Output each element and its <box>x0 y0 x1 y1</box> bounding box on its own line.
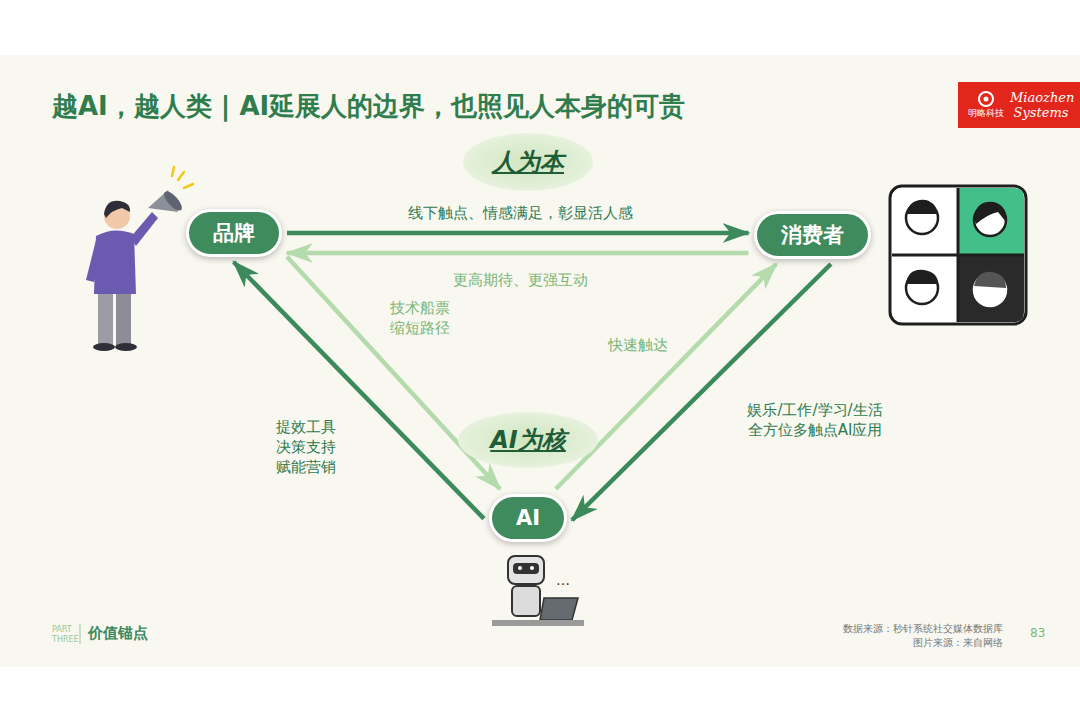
frame <box>890 186 1026 324</box>
core-label: 人为本 <box>492 146 564 178</box>
consumer-faces <box>890 186 1026 324</box>
quadrant <box>958 188 1024 255</box>
flow-arrow <box>287 231 749 236</box>
ellipse-fill <box>463 134 592 191</box>
arm <box>130 212 158 246</box>
laptop <box>540 598 578 620</box>
leg <box>116 290 131 345</box>
edge-label: 更高期待、更强互动 <box>450 269 591 291</box>
core-ellipse: AI为核 <box>457 412 599 468</box>
leg <box>98 290 113 345</box>
section-name: 价值锚点 <box>88 624 148 643</box>
edge-label: 快速触达 <box>605 334 671 356</box>
divider <box>892 254 1024 257</box>
edge-label: 娱乐/工作/学习/生活 全方位多触点AI应用 <box>717 399 913 441</box>
flow-arrow <box>556 264 777 489</box>
flow-arrow <box>287 251 749 256</box>
process-box: AI <box>489 494 567 542</box>
megaphone-bell <box>161 189 184 214</box>
sound-lines <box>172 167 193 188</box>
ellipsis-mark: … <box>556 572 570 588</box>
logo-name: 明略科技 <box>968 107 1004 120</box>
logo-ring <box>979 92 993 106</box>
shoe <box>93 343 115 351</box>
ellipse-fill <box>458 413 597 468</box>
hair <box>104 201 130 218</box>
node-label: AI <box>516 504 540 532</box>
slide-title: 越AI，越人类 | AI延展人的边界，也照见人本身的可贵 <box>52 89 685 124</box>
edge-label: 线下触点、情感满足，彰显活人感 <box>405 202 636 224</box>
visor <box>513 563 539 574</box>
flow-arrow <box>572 264 831 520</box>
page-number: 83 <box>1030 626 1045 640</box>
eye <box>518 566 522 570</box>
core-label: AI为核 <box>490 424 566 456</box>
eye <box>530 566 534 570</box>
logo-column: 明略科技 <box>968 91 1004 120</box>
edge-label: 技术船票 缩短路径 <box>382 297 458 339</box>
hair <box>974 272 1006 288</box>
data-source: 数据来源：秒针系统社交媒体数据库 <box>843 622 1003 636</box>
robot-with-laptop <box>492 556 584 626</box>
logo-dot <box>984 96 989 101</box>
robot-head <box>508 556 544 584</box>
footer-divider <box>80 624 81 644</box>
node-label: 消费者 <box>781 221 844 249</box>
hair <box>906 270 938 284</box>
quadrant <box>958 255 1024 322</box>
process-box: 消费者 <box>754 211 871 259</box>
arm <box>86 240 104 282</box>
person-with-megaphone <box>86 167 193 351</box>
hair <box>906 200 936 214</box>
image-source: 图片来源：来自网络 <box>913 636 1003 650</box>
robot-body <box>512 586 540 616</box>
process-box: 品牌 <box>186 209 282 257</box>
desk <box>492 620 584 626</box>
edge-label: 提效工具 决策支持 赋能营销 <box>268 416 344 478</box>
shoe <box>115 343 137 351</box>
node-label: 品牌 <box>213 219 255 247</box>
logo-wordmark: Miaozhen Systems <box>1010 90 1072 120</box>
part-number: PART THREE <box>52 625 78 645</box>
hair <box>974 202 1006 224</box>
logo-icon <box>977 91 995 107</box>
slide-ground <box>0 55 1080 667</box>
shirt <box>94 230 136 294</box>
core-ellipse: 人为本 <box>462 133 594 191</box>
logo-badge: 明略科技 Miaozhen Systems <box>958 82 1080 128</box>
flow-arrow <box>234 262 484 519</box>
